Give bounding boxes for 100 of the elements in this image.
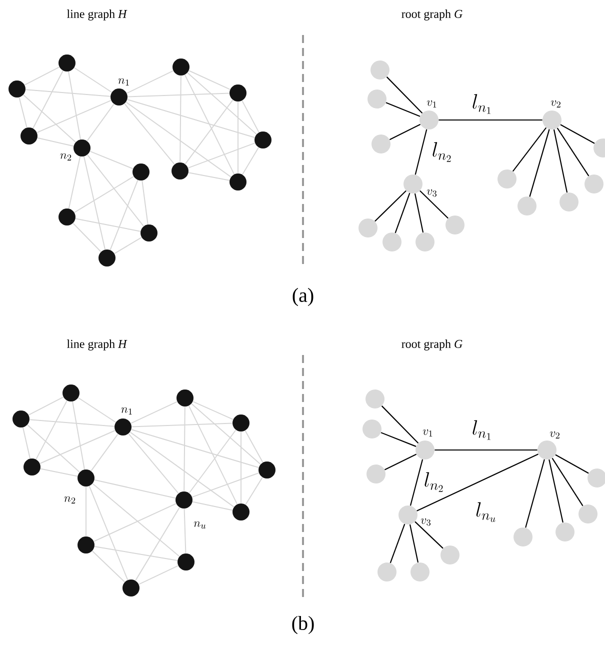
graph-edge [126, 70, 174, 94]
graph-edge [184, 406, 186, 492]
graph-edge [244, 430, 264, 463]
edge-label: $l_{n_1}$ [471, 420, 493, 440]
graph-edge [24, 66, 60, 86]
graph-vertex [366, 464, 386, 484]
graph-edge [68, 71, 81, 140]
panel-caption: (b) [292, 616, 314, 634]
vertex-label: $v_3$ [426, 189, 437, 197]
graph-edge [192, 401, 234, 420]
graph-edge [18, 96, 28, 128]
graph-edge [93, 503, 177, 542]
graph-edge [512, 127, 547, 172]
edge-label: $l_{n_2}$ [431, 142, 453, 162]
graph-edge [187, 72, 257, 135]
graph-edge [184, 99, 234, 165]
graph-vertex [372, 134, 390, 154]
graph-edge [92, 483, 180, 557]
graph-edge [188, 405, 238, 505]
graph-edge [386, 76, 423, 114]
graph-edge [94, 479, 176, 499]
edge-label: $l_{n_u}$ [474, 502, 498, 522]
graph-vertex [378, 562, 396, 582]
graph-edge [36, 100, 112, 134]
graph-vertex [58, 54, 76, 72]
graph-edge [114, 236, 142, 254]
graph-vertex [366, 390, 384, 408]
graph-vertex [416, 232, 434, 252]
graph-edge [36, 400, 68, 460]
graph-edge [26, 424, 80, 473]
graph-edge [552, 458, 584, 506]
graph-vertex [410, 562, 430, 582]
graph-edge [124, 103, 175, 165]
graph-vertex [382, 232, 402, 252]
graph-edge [434, 449, 538, 451]
graph-edge [438, 119, 542, 121]
graph-vertex [122, 580, 140, 596]
graph-vertex [584, 174, 604, 194]
graph-edge [72, 401, 85, 470]
graph-edge [184, 508, 186, 554]
graph-edge [68, 156, 81, 209]
graph-vertex [358, 218, 378, 238]
graph-edge [138, 565, 179, 585]
graph-vertex [556, 522, 574, 542]
graph-edge [384, 454, 417, 470]
graph-edge [36, 137, 74, 147]
graph-vertex [368, 90, 386, 108]
panel-heading: line graph H [66, 10, 128, 20]
vertex-label: $n_1$ [121, 407, 132, 414]
graph-edge [74, 176, 134, 213]
graph-edge [88, 486, 128, 580]
graph-edge [414, 193, 424, 233]
vertex-label: $n_2$ [64, 496, 76, 504]
graph-vertex [12, 410, 30, 428]
graph-edge [39, 430, 116, 464]
graph-edge [75, 218, 141, 232]
graph-vertex [588, 468, 605, 488]
graph-vertex [78, 536, 94, 554]
graph-edge [416, 454, 538, 512]
graph-edge [83, 156, 106, 250]
graph-edge [242, 146, 260, 176]
graph-vertex [518, 196, 536, 216]
graph-edge [135, 506, 180, 582]
graph-edge [130, 429, 260, 468]
vertex-label: $v_3$ [420, 518, 431, 526]
graph-edge [192, 501, 233, 511]
edge-label: $l_{n_1}$ [471, 94, 493, 114]
graph-edge [381, 406, 419, 444]
graph-edge [188, 70, 231, 90]
graph-edge [78, 397, 116, 423]
graph-vertex [594, 138, 605, 158]
graph-edge [394, 192, 410, 234]
graph-vertex [132, 164, 150, 180]
graph-edge [74, 67, 112, 93]
graph-edge [374, 190, 406, 222]
graph-edge [192, 472, 260, 498]
graph-edge [142, 180, 148, 225]
graph-vertex [230, 174, 246, 190]
graph-vertex [498, 170, 516, 188]
graph-edge [22, 94, 76, 143]
graph-edge [128, 433, 179, 494]
graph-edge [127, 92, 230, 98]
graph-vertex [362, 420, 382, 438]
graph-edge [555, 454, 589, 474]
graph-vertex [98, 250, 116, 266]
graph-edge [25, 89, 111, 97]
graph-edge [420, 190, 448, 219]
vertex-label: $v_2$ [550, 100, 560, 108]
vertex-label: $n_2$ [60, 153, 72, 160]
graph-edge [86, 154, 144, 227]
graph-vertex [514, 528, 532, 546]
graph-vertex [258, 462, 276, 478]
graph-vertex [254, 132, 272, 148]
graph-edge [556, 128, 590, 176]
graph-edge [242, 100, 260, 133]
graph-edge [32, 70, 64, 129]
graph-edge [390, 524, 406, 564]
graph-edge [414, 521, 444, 549]
graph-edge [188, 142, 256, 168]
graph-edge [529, 129, 550, 197]
